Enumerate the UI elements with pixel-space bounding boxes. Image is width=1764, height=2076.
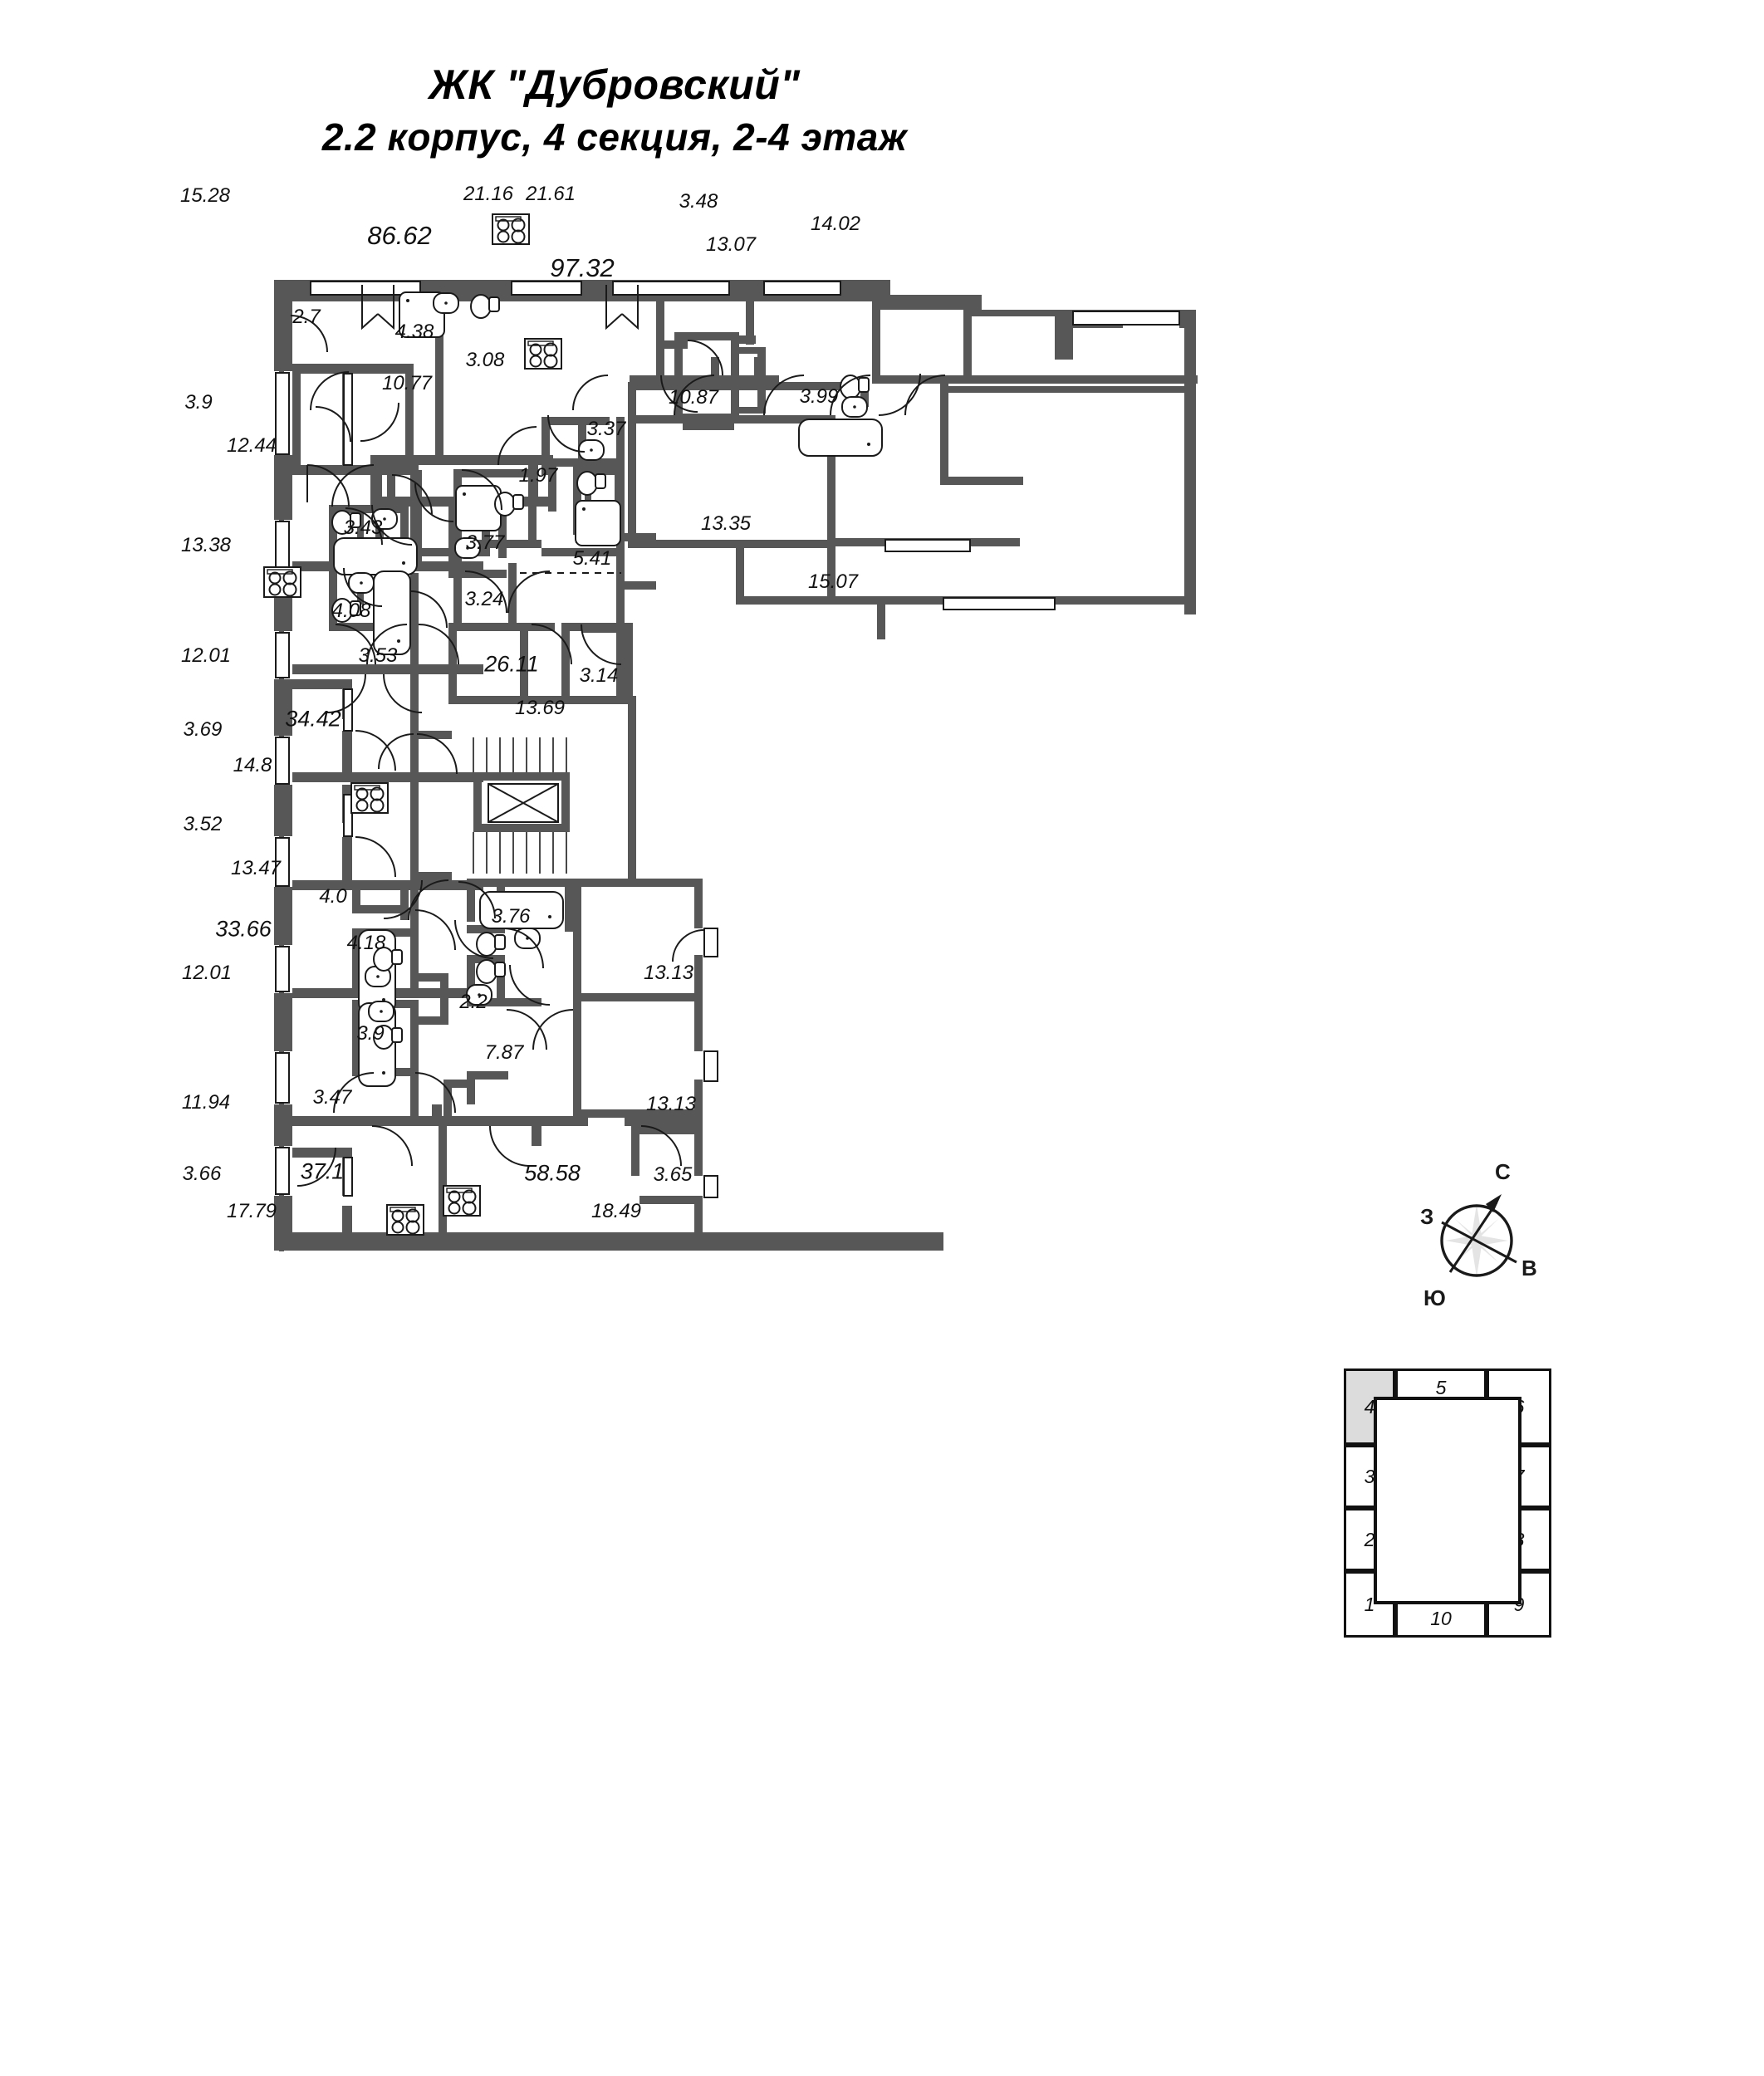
area-label: 3.76 [491,905,531,928]
area-label: 3.99 [799,385,839,408]
area-label: 58.58 [524,1160,581,1186]
area-label: 18.49 [590,1200,642,1222]
area-label: 3.08 [465,349,505,371]
area-label: 2.7 [292,306,321,328]
building-section-key: 4 5 6 3 7 2 8 1 9 10 [1344,1368,1551,1663]
area-label: 86.62 [367,221,432,250]
area-label: 33.66 [215,916,272,942]
area-label: 3.24 [464,588,504,610]
door-layer [290,285,946,1187]
compass-east-label: В [1521,1256,1537,1280]
area-label: 2.2 [459,991,488,1013]
area-label: 13.13 [645,1093,697,1115]
area-label: 3.69 [183,718,223,741]
area-label: 1.97 [518,464,558,487]
area-label: 3.52 [183,813,223,835]
area-label: 12.01 [180,644,232,667]
area-label: 13.35 [700,512,752,535]
compass-rose: С В Ю З [1370,1154,1586,1329]
area-label: 3.48 [679,190,718,213]
area-label: 14.02 [810,213,861,235]
area-label: 15.07 [807,570,859,593]
area-label: 3.77 [465,531,505,554]
area-label: 3.47 [312,1086,352,1109]
area-label: 3.14 [579,664,619,687]
area-label: 13.07 [705,233,757,256]
area-label: 13.38 [180,534,232,556]
area-label: 12.44 [226,434,277,457]
area-label: 14.8 [233,754,272,776]
area-label: 3.9 [184,391,213,414]
area-label: 10.87 [668,386,719,409]
area-label: 11.94 [181,1091,231,1114]
area-label: 26.11 [484,651,539,677]
area-label: 34.42 [285,706,341,732]
area-label: 3.37 [586,418,626,440]
page-subtitle: 2.2 корпус, 4 секция, 2-4 этаж [321,115,908,159]
compass-north-label: С [1495,1159,1511,1184]
compass-icon [1440,1194,1517,1277]
wall-layer [274,280,1198,1251]
area-label: 17.79 [226,1200,277,1222]
section-key-10[interactable]: 10 [1395,1599,1487,1638]
area-label: 3.65 [653,1163,693,1186]
area-label: 4.08 [331,600,371,622]
detail-layer [275,281,1180,1198]
courtyard-block [1374,1397,1521,1604]
area-label: 12.01 [181,962,233,984]
area-label: 3.66 [182,1163,222,1185]
area-label: 37.1 [300,1158,345,1184]
area-label: 3.43 [343,517,383,539]
area-label: 10.77 [381,372,433,394]
compass-south-label: Ю [1423,1285,1446,1310]
area-label: 7.87 [484,1041,524,1064]
title-block: ЖК "Дубровский" 2.2 корпус, 4 секция, 2-… [0,58,1229,163]
area-label: 5.41 [572,547,612,570]
area-label: 4.18 [346,932,386,954]
compass-west-label: З [1420,1204,1434,1229]
area-label: 13.69 [514,697,566,719]
area-label: 97.32 [550,253,615,282]
area-label: 13.13 [643,962,694,984]
area-label: 15.28 [179,184,231,207]
area-label: 3.53 [358,644,398,667]
area-label: 13.47 [230,857,282,879]
page-title: ЖК "Дубровский" [429,61,801,108]
area-label: 21.61 [525,183,576,205]
area-label: 21.16 [463,183,514,205]
area-label: 4.38 [394,321,434,343]
area-label: 4.0 [319,885,347,908]
area-label: 3.9 [356,1022,385,1045]
